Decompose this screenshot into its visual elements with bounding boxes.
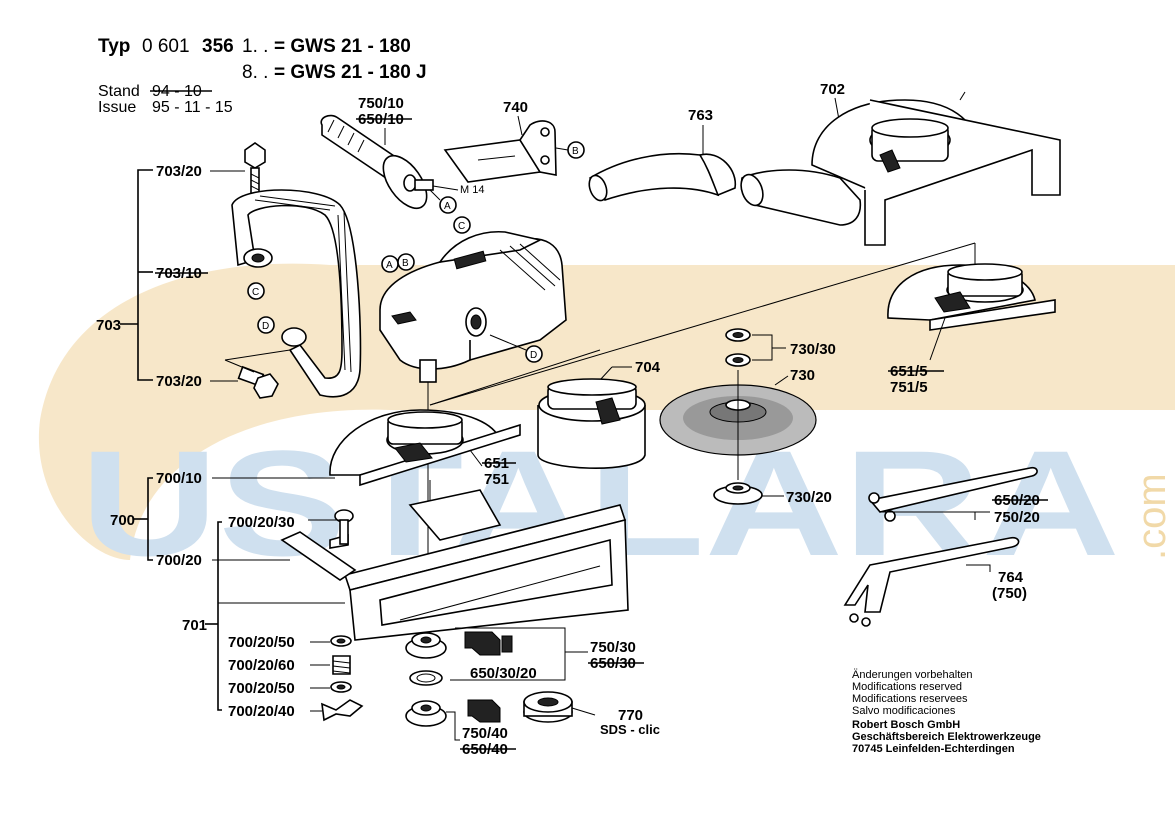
bracket-740: 740	[443, 99, 569, 183]
hood-704: 704	[537, 359, 661, 469]
label-701: 701	[182, 617, 207, 634]
side-handle-750-10: 750/10 650/10 M 14	[320, 95, 484, 210]
nut-770: 770 SDS - clic	[523, 691, 660, 737]
footer-line3: Modifications reservees	[852, 693, 968, 705]
guide-701	[280, 480, 629, 641]
watermark-arc	[38, 263, 1175, 560]
guard-651-5: 651/5 751/5	[887, 263, 1056, 396]
label-703-20-bot: 703/20	[156, 373, 202, 390]
callout-d-1	[257, 316, 275, 334]
svg-text:A: A	[386, 260, 393, 271]
issue-value: 95 - 11 - 15	[152, 99, 233, 116]
label-700-20-50b: 700/20/50	[228, 680, 295, 697]
callout-a-1	[439, 196, 457, 214]
footer-line5: Robert Bosch GmbH	[852, 719, 960, 731]
label-650-30-20: 650/30/20	[470, 665, 537, 682]
label-751-5: 751/5	[890, 379, 928, 396]
callouts: A B C A B C D D	[247, 141, 585, 363]
svg-text:B: B	[402, 258, 409, 269]
callout-c-2	[247, 282, 265, 300]
label-700-20-50a: 700/20/50	[228, 634, 295, 651]
label-702: 702	[820, 81, 845, 98]
label-700-20-60: 700/20/60	[228, 657, 295, 674]
label-764-sub: (750)	[992, 585, 1027, 602]
variant1-model: = GWS 21 - 180	[274, 36, 411, 57]
flange-750-40: 750/40 650/40	[405, 699, 516, 758]
typ-label: Typ	[98, 36, 130, 57]
svg-text:B: B	[572, 146, 579, 157]
bolt-703-20-top	[244, 142, 266, 197]
label-704: 704	[635, 359, 661, 376]
spanner-750-20: 650/20 750/20	[868, 466, 1048, 526]
label-740: 740	[503, 99, 528, 116]
footer-notes: Änderungen vorbehalten Modifications res…	[852, 669, 1041, 755]
bracket-701: 701 700/20/30 700/20/50 700/20/60 700/20…	[182, 514, 364, 722]
svg-text:D: D	[262, 321, 269, 332]
label-700-10: 700/10	[156, 470, 202, 487]
svg-text:A: A	[444, 201, 451, 212]
label-763: 763	[688, 107, 713, 124]
disc-730: 730/30 730 730/20	[659, 328, 836, 506]
svg-text:C: C	[458, 221, 465, 232]
hose-763: 763	[588, 107, 737, 202]
label-750-40: 750/40	[462, 725, 508, 742]
label-700-20-40: 700/20/40	[228, 703, 295, 720]
issue-label: Issue	[98, 99, 136, 116]
handle-703	[231, 189, 362, 398]
variant2-model: = GWS 21 - 180 J	[274, 62, 427, 83]
callout-b-2	[397, 253, 415, 271]
footer-line1: Änderungen vorbehalten	[852, 669, 972, 681]
label-700-20-30: 700/20/30	[228, 514, 295, 531]
bracket-700: 700 700/10 700/20	[110, 470, 335, 569]
label-700: 700	[110, 512, 135, 529]
flange-750-30: 750/30 650/30 650/30/20	[405, 627, 644, 686]
label-703: 703	[96, 317, 121, 334]
spanner-764: 764 (750)	[843, 536, 1027, 627]
callout-c-1	[453, 216, 471, 234]
variant2-code: 8. .	[242, 62, 268, 83]
label-770: 770	[618, 707, 643, 724]
callout-d-2	[525, 345, 543, 363]
label-730: 730	[790, 367, 815, 384]
label-751: 751	[484, 471, 509, 488]
stand-label: Stand	[98, 83, 140, 100]
bolt-703-20-bot	[224, 349, 291, 399]
typ-number-b: 356	[202, 36, 234, 57]
label-770-sub: SDS - clic	[600, 722, 660, 737]
variant1-code: 1. .	[242, 36, 268, 57]
label-750-20: 750/20	[994, 509, 1040, 526]
footer-line2: Modifications reserved	[852, 681, 962, 693]
guard-702: 702	[740, 81, 1061, 246]
label-750-30: 750/30	[590, 639, 636, 656]
label-730-30: 730/30	[790, 341, 836, 358]
svg-text:C: C	[252, 287, 259, 298]
label-730-20: 730/20	[786, 489, 832, 506]
label-m14: M 14	[460, 184, 484, 196]
label-700-20: 700/20	[156, 552, 202, 569]
footer-line7: 70745 Leinfelden-Echterdingen	[852, 743, 1015, 755]
grinder-body	[379, 230, 567, 640]
label-703-20-top: 703/20	[156, 163, 202, 180]
bracket-703: 703/20 703/10 703 703/20	[96, 163, 245, 390]
footer-line6: Geschäftsbereich Elektrowerkzeuge	[852, 731, 1041, 743]
svg-text:D: D	[530, 350, 537, 361]
callout-b-1	[567, 141, 585, 159]
footer-line4: Salvo modificaciones	[852, 705, 956, 717]
label-764: 764	[998, 569, 1024, 586]
header: Typ 0 601 356 1. . = GWS 21 - 180 8. . =…	[98, 36, 427, 116]
guard-651-751: 651 751	[329, 409, 521, 488]
watermark-suffix: .com	[1130, 473, 1174, 560]
label-750-10: 750/10	[358, 95, 404, 112]
typ-number-a: 0 601	[142, 36, 190, 57]
